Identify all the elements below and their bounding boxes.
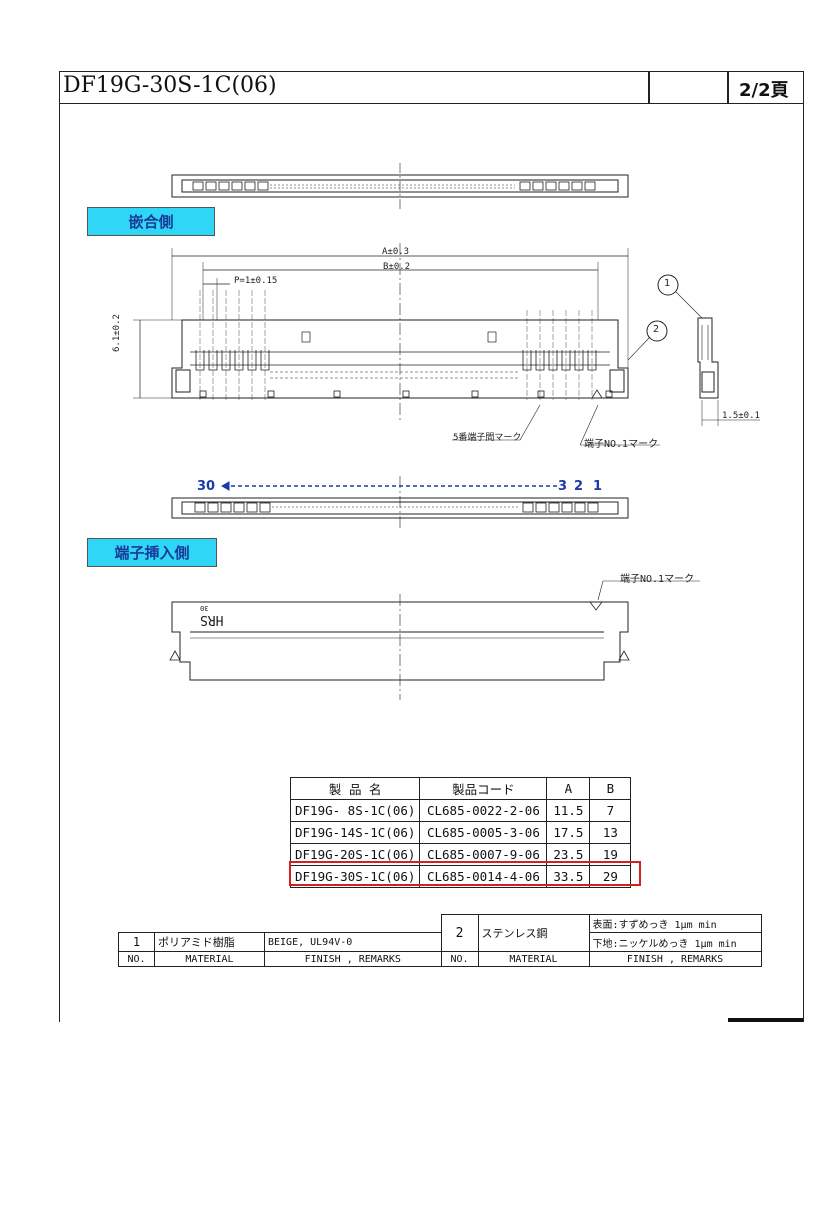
back-view [169,580,700,700]
material-2-no: 2 [440,914,479,952]
table-row: DF19G- 8S-1C(06) CL685-0022-2-06 11.5 7 [289,799,632,822]
col-material: MATERIAL [154,951,265,967]
col-no: NO. [118,951,155,967]
callout-pin1-mark-lower: 端子NO.1マーク [620,574,695,585]
dimension-a: A±0.3 [382,247,410,257]
section-label-insertion-side: 端子挿入側 [87,538,217,567]
material-2-name: ステンレス鋼 [477,914,590,952]
col-b: B [589,777,632,800]
table-row: DF19G-30S-1C(06) CL685-0014-4-06 33.5 29 [289,865,632,888]
cell-b: 13 [589,821,632,844]
title-block: DF19G-30S-1C(06) 2/2頁 [59,71,803,104]
front-view-pins [195,350,597,371]
table-row: DF19G-20S-1C(06) CL685-0007-9-06 23.5 19 [289,843,632,866]
pin-number-1: 1 [593,479,603,494]
cell-a: 11.5 [546,799,591,822]
highlight-current-product [289,861,641,886]
body-pin-count: 30 [200,604,209,612]
product-table: 製 品 名 製品コード A B DF19G- 8S-1C(06) CL685-0… [289,777,632,888]
cell-product-name: DF19G-14S-1C(06) [289,821,421,844]
cell-b: 7 [589,799,632,822]
cell-product-name: DF19G-30S-1C(06) [289,865,421,888]
callout-part-1: 1 [664,278,671,289]
table-header-row: NO. MATERIAL FINISH , REMARKS NO. MATERI… [118,951,762,967]
top-view [171,163,629,210]
material-1-finish: BEIGE, UL94V-0 [264,932,442,952]
material-1-no: 1 [118,932,155,952]
table-header-row: 製 品 名 製品コード A B [289,777,632,800]
table-row: 1 ポリアミド樹脂 BEIGE, UL94V-0 下地:ニッケルめっき 1μm … [118,932,762,952]
callout-fifth-pin-mark: 5番端子間マーク [453,433,522,443]
col-product-code: 製品コード [419,777,548,800]
frame-end-mark [728,1018,803,1022]
insertion-view [171,476,629,530]
body-logo: HRS [200,612,224,627]
pin-number-3: 3 [558,479,568,494]
pin-number-30: 30 [197,479,216,494]
callout-part-2: 2 [653,324,660,335]
material-2-finish-surface: 表面:すずめっき 1μm min [588,914,762,933]
cell-b: 29 [589,865,632,888]
cell-product-code: CL685-0022-2-06 [419,799,548,822]
title-divider [648,71,650,103]
cell-a: 17.5 [546,821,591,844]
dimension-width: 1.5±0.1 [722,411,760,421]
table-row: 2 ステンレス鋼 表面:すずめっき 1μm min [119,914,762,952]
material-1-name: ポリアミド樹脂 [154,932,265,952]
col-finish: FINISH , REMARKS [264,951,442,967]
col-product-name: 製 品 名 [289,777,421,800]
page-number: 2/2頁 [739,80,789,101]
cell-product-code: CL685-0005-3-06 [419,821,548,844]
cell-product-code: CL685-0007-9-06 [419,843,548,866]
col-no: NO. [440,951,479,967]
col-finish: FINISH , REMARKS [588,951,762,967]
cell-product-name: DF19G- 8S-1C(06) [289,799,421,822]
front-view [133,243,703,446]
pin-number-2: 2 [574,479,584,494]
side-view [697,317,760,426]
col-material: MATERIAL [477,951,590,967]
dimension-b: B±0.2 [383,262,411,272]
top-view-pins [192,181,596,191]
section-label-mating-side: 嵌合側 [87,207,215,236]
dimension-pitch: P=1±0.15 [234,276,278,286]
dimension-height: 6.1±0.2 [112,314,122,352]
table-row: DF19G-14S-1C(06) CL685-0005-3-06 17.5 13 [289,821,632,844]
cell-b: 19 [589,843,632,866]
callout-pin1-mark: 端子NO.1マーク [584,439,659,450]
materials-table: 2 ステンレス鋼 表面:すずめっき 1μm min 1 ポリアミド樹脂 BEIG… [118,914,762,967]
col-a: A [546,777,591,800]
drawing-frame [59,71,804,1022]
material-2-finish-base: 下地:ニッケルめっき 1μm min [588,932,762,952]
drawing-title: DF19G-30S-1C(06) [63,73,277,98]
title-divider [727,71,729,103]
